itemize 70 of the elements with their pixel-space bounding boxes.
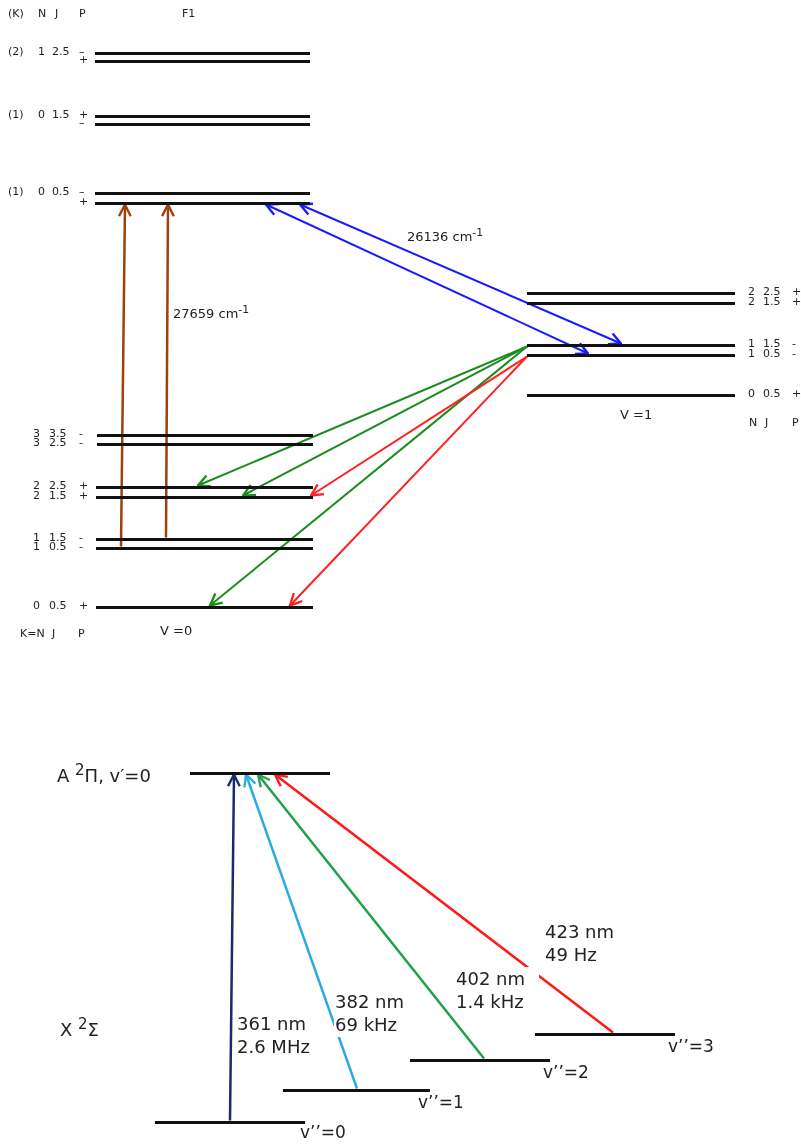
transition-arrow <box>256 773 485 1060</box>
quantum-number-label: 3 <box>33 437 40 450</box>
column-header: V =1 <box>620 408 653 423</box>
quantum-number-label: 0.5 <box>49 541 67 554</box>
quantum-number-label: 2 <box>33 480 40 492</box>
column-header: (K) <box>8 8 24 21</box>
quantum-number-label: 0 <box>38 109 45 122</box>
state-label: v’’=0 <box>300 1123 346 1143</box>
quantum-number-label: (1) <box>8 109 24 122</box>
quantum-number-label: (2) <box>8 46 24 59</box>
quantum-number-label: 0 <box>748 388 755 401</box>
state-label: v’’=3 <box>668 1037 714 1057</box>
quantum-number-label: – <box>79 186 85 198</box>
quantum-number-label: 2 <box>748 296 755 309</box>
quantum-number-label: 0.5 <box>52 186 70 199</box>
transition-arrow <box>196 345 528 488</box>
column-header: J <box>55 8 59 21</box>
state-label: X $^{2}$Σ <box>60 1016 99 1041</box>
transition-arrow <box>226 773 241 1121</box>
state-label: v’’=2 <box>543 1063 589 1083</box>
quantum-number-label: 2 <box>748 286 755 298</box>
quantum-number-label: + <box>79 196 89 209</box>
column-header: V =0 <box>160 624 193 639</box>
quantum-number-label: 2 <box>33 490 40 503</box>
quantum-number-label: 0 <box>33 600 40 613</box>
state-label: v’’=1 <box>418 1093 464 1113</box>
quantum-number-label: - <box>792 338 796 351</box>
transition-arrow <box>160 203 175 538</box>
column-header: P <box>78 628 85 641</box>
transition-arrow <box>208 345 528 607</box>
quantum-number-label: 1 <box>33 541 40 554</box>
quantum-number-label: 1.5 <box>52 109 70 122</box>
transition-arrow <box>117 203 132 547</box>
transition-arrow <box>298 202 623 346</box>
column-header: N <box>749 417 758 430</box>
transition-arrow <box>273 773 614 1034</box>
quantum-number-label: + <box>792 286 801 298</box>
quantum-number-label: - <box>792 348 796 361</box>
column-header: P <box>79 8 86 21</box>
quantum-number-label: + <box>79 480 89 492</box>
quantum-number-label: (1) <box>8 186 24 199</box>
quantum-number-label: + <box>792 388 801 401</box>
quantum-number-label: + <box>792 296 801 309</box>
transition-arrow <box>288 355 528 607</box>
column-header: J <box>52 628 56 641</box>
state-label: A $^{2}$Π, v′=0 <box>57 762 151 787</box>
quantum-number-label: 0 <box>38 186 45 199</box>
quantum-number-label: 2.5 <box>52 46 70 59</box>
quantum-number-label: 1.5 <box>49 490 67 503</box>
quantum-number-label: 2.5 <box>49 480 67 492</box>
quantum-number-label: 0.5 <box>763 388 781 401</box>
quantum-number-label: 1 <box>748 348 755 361</box>
quantum-number-label: + <box>79 490 89 503</box>
quantum-number-label: 1.5 <box>763 296 781 309</box>
quantum-number-label: 2.5 <box>763 286 781 298</box>
quantum-number-label: 0.5 <box>763 348 781 361</box>
quantum-number-label: 1 <box>748 338 755 350</box>
column-header: J <box>765 417 769 430</box>
column-header: F1 <box>182 8 196 21</box>
quantum-number-label: 0.5 <box>49 600 67 613</box>
quantum-number-label: 1.5 <box>763 338 781 350</box>
column-header: P <box>792 417 799 430</box>
transition-arrow <box>309 355 528 497</box>
transition-arrow <box>264 202 590 356</box>
column-header: N <box>38 8 47 21</box>
transition-arrow <box>243 773 359 1089</box>
quantum-number-label: + <box>79 600 89 613</box>
quantum-number-label: 2.5 <box>49 437 67 450</box>
column-header: K=N <box>20 628 45 641</box>
quantum-number-label: 1 <box>38 46 45 59</box>
